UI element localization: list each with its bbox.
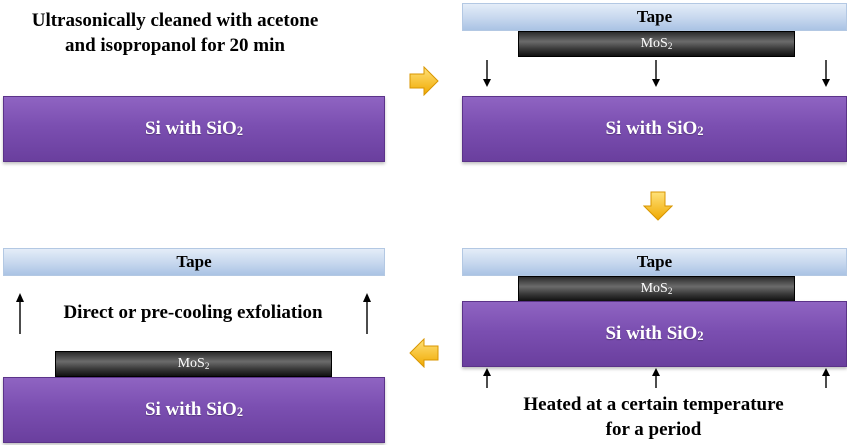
step4-substrate-subscript: 2 — [236, 404, 244, 419]
flow-arrow-left-icon — [409, 338, 439, 368]
step4-lift-arrows — [16, 293, 371, 334]
step3-heat-arrows — [483, 368, 830, 388]
step1-substrate-subscript: 2 — [236, 123, 244, 138]
step3-tape: Tape — [462, 248, 847, 276]
step2-mos2-subscript: 2 — [667, 40, 673, 51]
step3-caption-line2: for a period — [605, 419, 702, 440]
flow-arrow-right-icon — [409, 66, 439, 96]
step1-caption: Ultrasonically cleaned with acetone and … — [10, 8, 340, 58]
step2-press-arrows — [483, 60, 830, 87]
step2-tape-label: Tape — [636, 7, 673, 26]
step3-mos2-label: MoS — [640, 281, 668, 296]
step3-substrate-label: Si with SiO — [605, 323, 698, 344]
step3-caption-line1: Heated at a certain temperature — [523, 394, 784, 415]
step3-mos2-subscript: 2 — [667, 285, 673, 296]
step4-substrate-label: Si with SiO — [144, 399, 237, 420]
step3-substrate-subscript: 2 — [697, 328, 704, 343]
step4-tape-label: Tape — [176, 252, 212, 271]
step1-substrate-label: Si with SiO — [144, 118, 237, 139]
step2-substrate-subscript: 2 — [697, 123, 704, 138]
step2-mos2-label: MoS — [640, 36, 668, 51]
step1-caption-line2: and isopropanol for 20 min — [65, 35, 285, 56]
step4-tape: Tape — [3, 248, 385, 276]
step1-caption-line1: Ultrasonically cleaned with acetone — [31, 10, 319, 31]
step3-tape-label: Tape — [636, 252, 673, 271]
flow-arrow-down-icon — [643, 191, 673, 221]
step4-mos2-subscript: 2 — [204, 360, 210, 371]
step2-substrate-label: Si with SiO — [605, 118, 698, 139]
step3-caption: Heated at a certain temperature for a pe… — [462, 392, 845, 442]
step4-mos2-label: MoS — [177, 356, 205, 371]
step4-caption: Direct or pre-cooling exfoliation — [63, 302, 323, 323]
step2-tape: Tape — [462, 3, 847, 31]
